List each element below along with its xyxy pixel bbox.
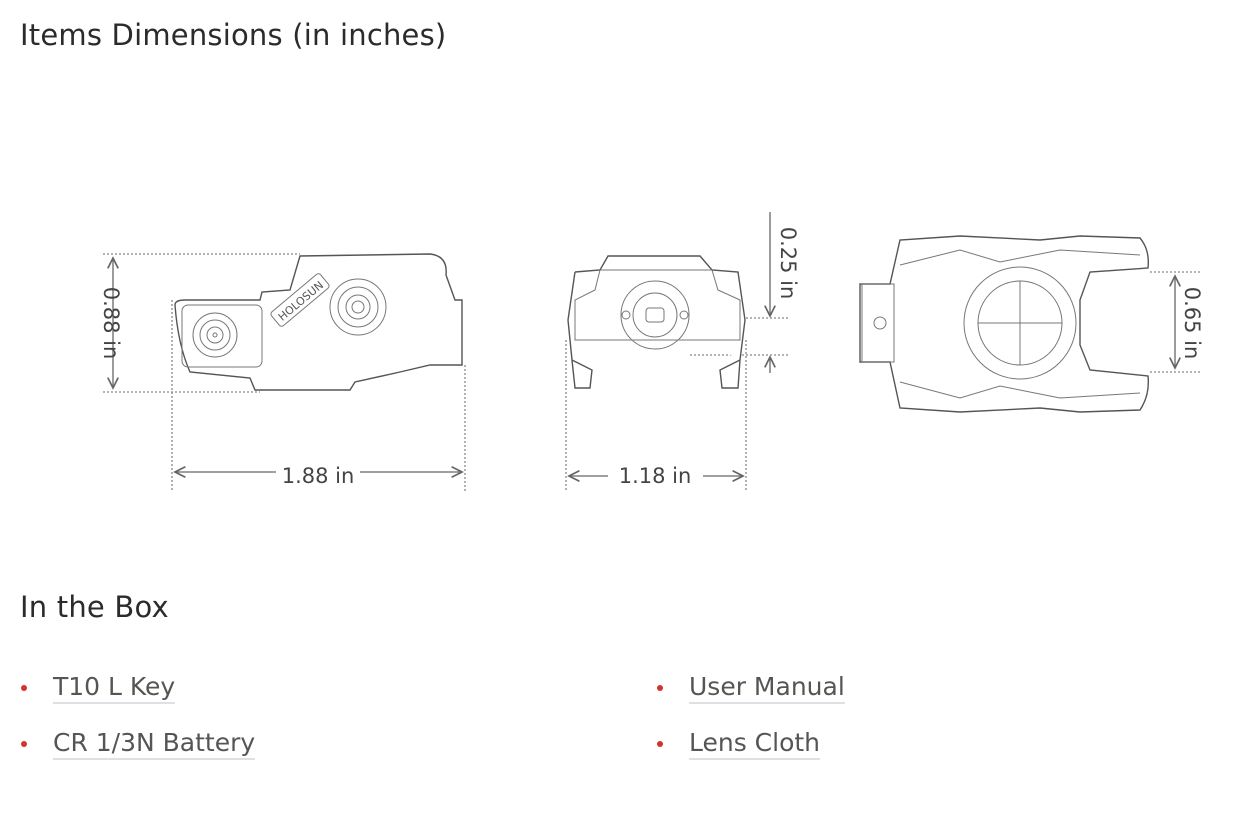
- dimensions-diagram: HOLOSUN 1.88 in 0.88 in 0.25 in 1.18 in …: [99, 212, 1204, 492]
- top-view-drawing: 0.65 in: [859, 235, 1204, 413]
- list-item: T10 L Key: [21, 672, 176, 704]
- bullet-icon: [657, 741, 663, 747]
- width-label: 1.18 in: [619, 464, 692, 488]
- item-link-t10-key[interactable]: T10 L Key: [53, 672, 176, 704]
- list-item: User Manual: [657, 672, 845, 704]
- list-item: Lens Cloth: [657, 728, 821, 760]
- offset-label: 0.25 in: [776, 227, 800, 300]
- in-the-box-title: In the Box: [20, 590, 169, 624]
- side-view-drawing: HOLOSUN 1.88 in 0.88 in: [99, 253, 466, 492]
- list-item: CR 1/3N Battery: [21, 728, 256, 760]
- rail-width-label: 0.65 in: [1180, 287, 1204, 360]
- bullet-icon: [21, 685, 27, 691]
- length-label: 1.88 in: [282, 464, 355, 488]
- dimensions-title: Items Dimensions (in inches): [20, 18, 447, 52]
- height-label: 0.88 in: [99, 287, 123, 360]
- item-link-user-manual[interactable]: User Manual: [689, 672, 845, 704]
- bullet-icon: [657, 685, 663, 691]
- item-link-battery[interactable]: CR 1/3N Battery: [53, 728, 256, 760]
- bullet-icon: [21, 741, 27, 747]
- item-link-lens-cloth[interactable]: Lens Cloth: [689, 728, 821, 760]
- front-view-drawing: 0.25 in 1.18 in: [565, 212, 800, 492]
